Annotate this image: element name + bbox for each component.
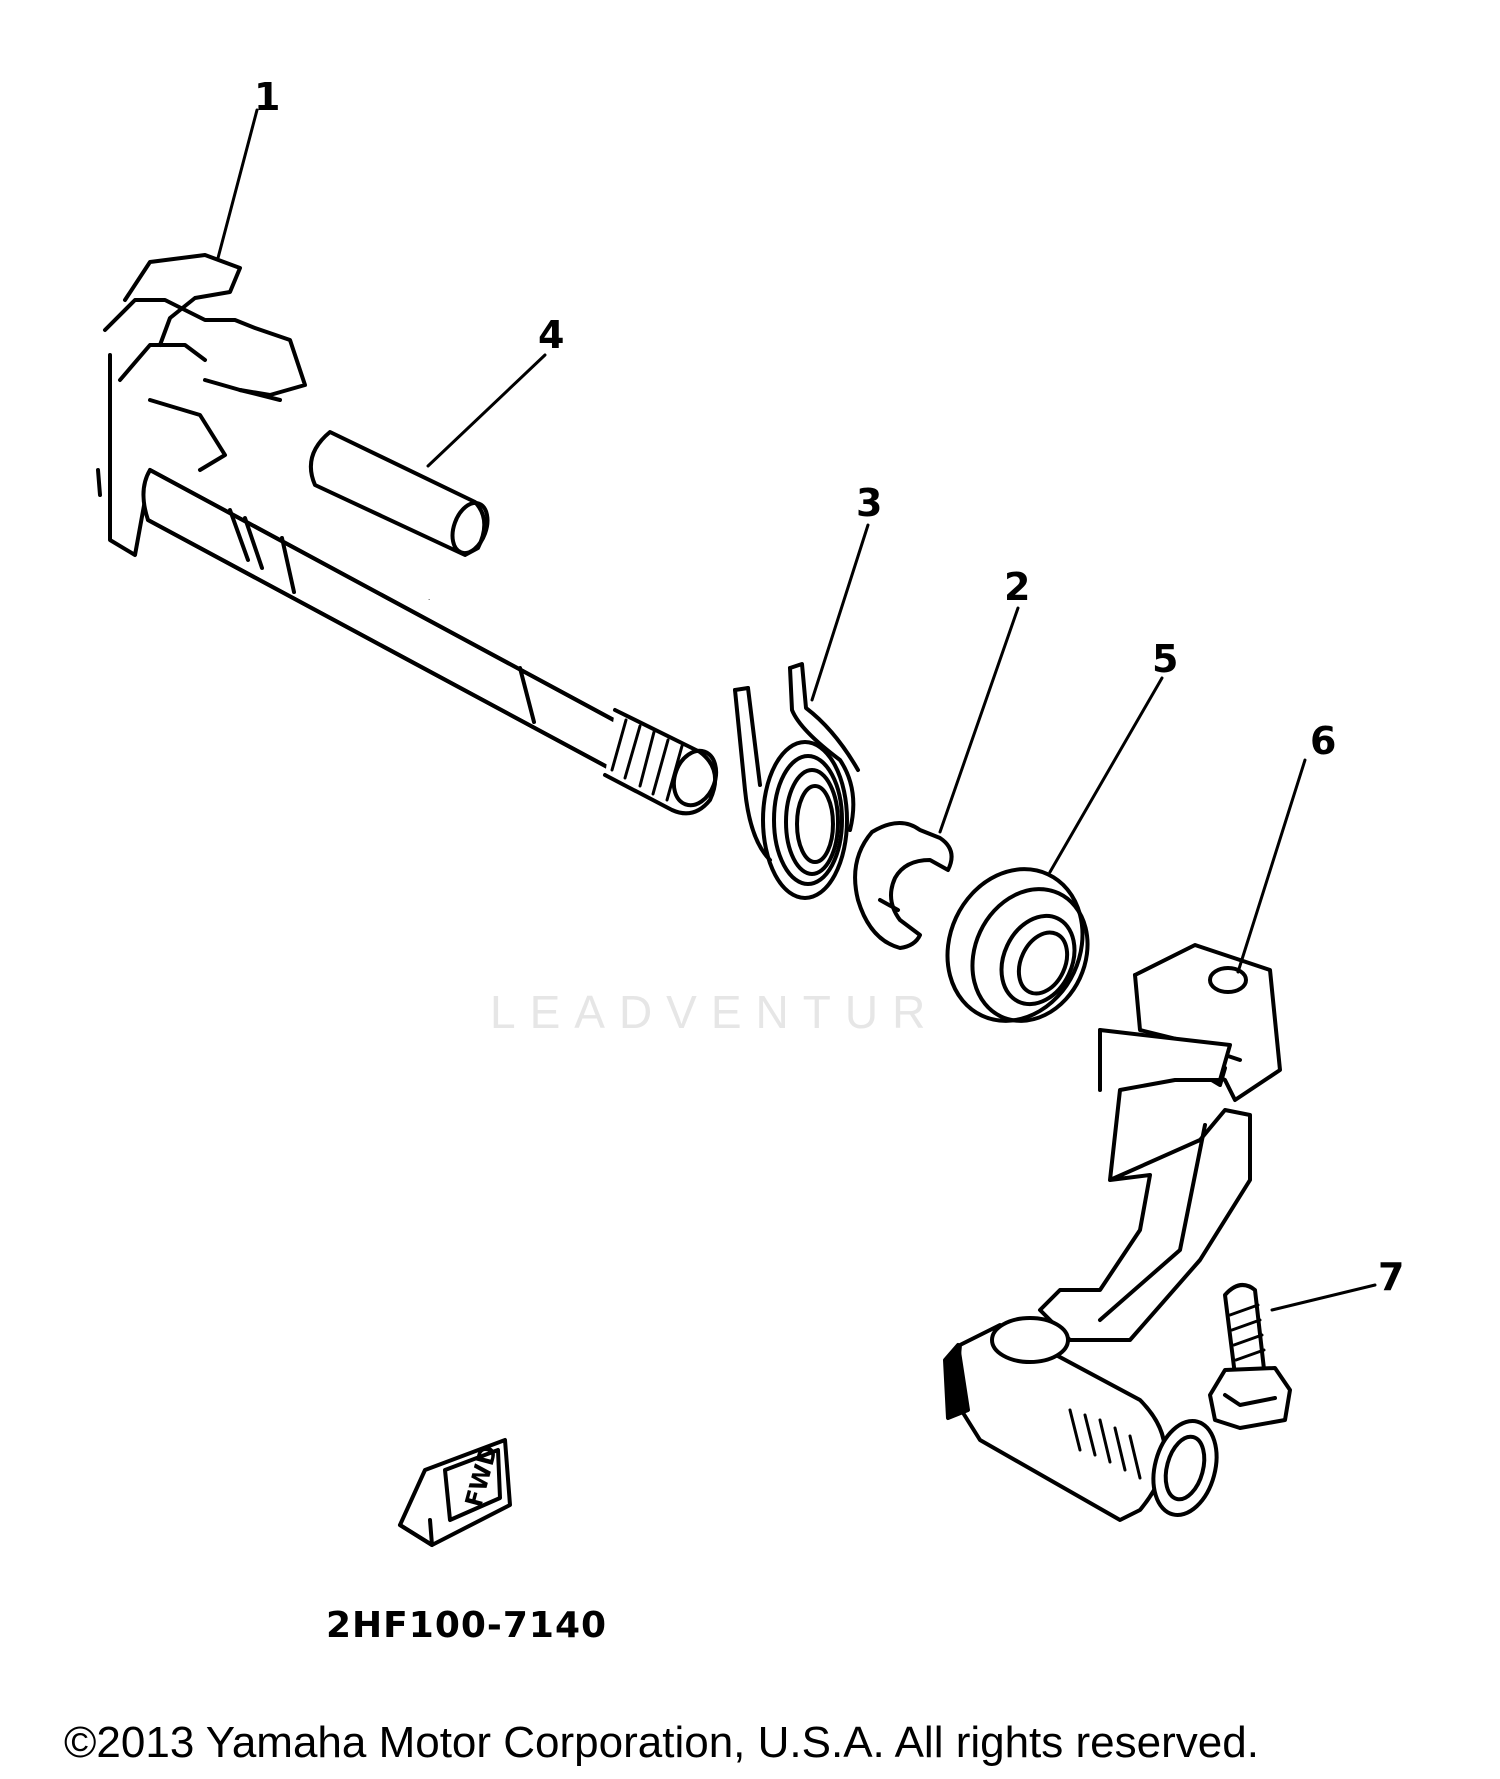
leader-lines	[216, 108, 1377, 1312]
pin-part-4	[308, 430, 490, 557]
callout-6: 6	[1310, 719, 1337, 763]
part-code: 2HF100-7140	[326, 1605, 608, 1646]
copyright-notice: ©2013 Yamaha Motor Corporation, U.S.A. A…	[64, 1718, 1259, 1767]
callout-4: 4	[538, 313, 565, 357]
oil-seal-part-5	[945, 867, 1090, 1023]
fwd-arrow-marker	[398, 1438, 512, 1547]
bolt-part-7	[1208, 1283, 1292, 1430]
callout-1: 1	[254, 75, 281, 119]
torsion-spring-part-3	[733, 662, 860, 900]
shift-pedal-part-6	[943, 943, 1282, 1522]
watermark: LEADVENTUR	[490, 986, 940, 1038]
callout-2: 2	[1004, 565, 1031, 609]
callout-5: 5	[1152, 637, 1179, 681]
callout-7: 7	[1378, 1255, 1405, 1299]
callout-3: 3	[856, 481, 883, 525]
shift-shaft-part-1	[96, 253, 719, 816]
circlip-part-2	[853, 821, 954, 950]
svg-text:.: .	[428, 593, 430, 602]
